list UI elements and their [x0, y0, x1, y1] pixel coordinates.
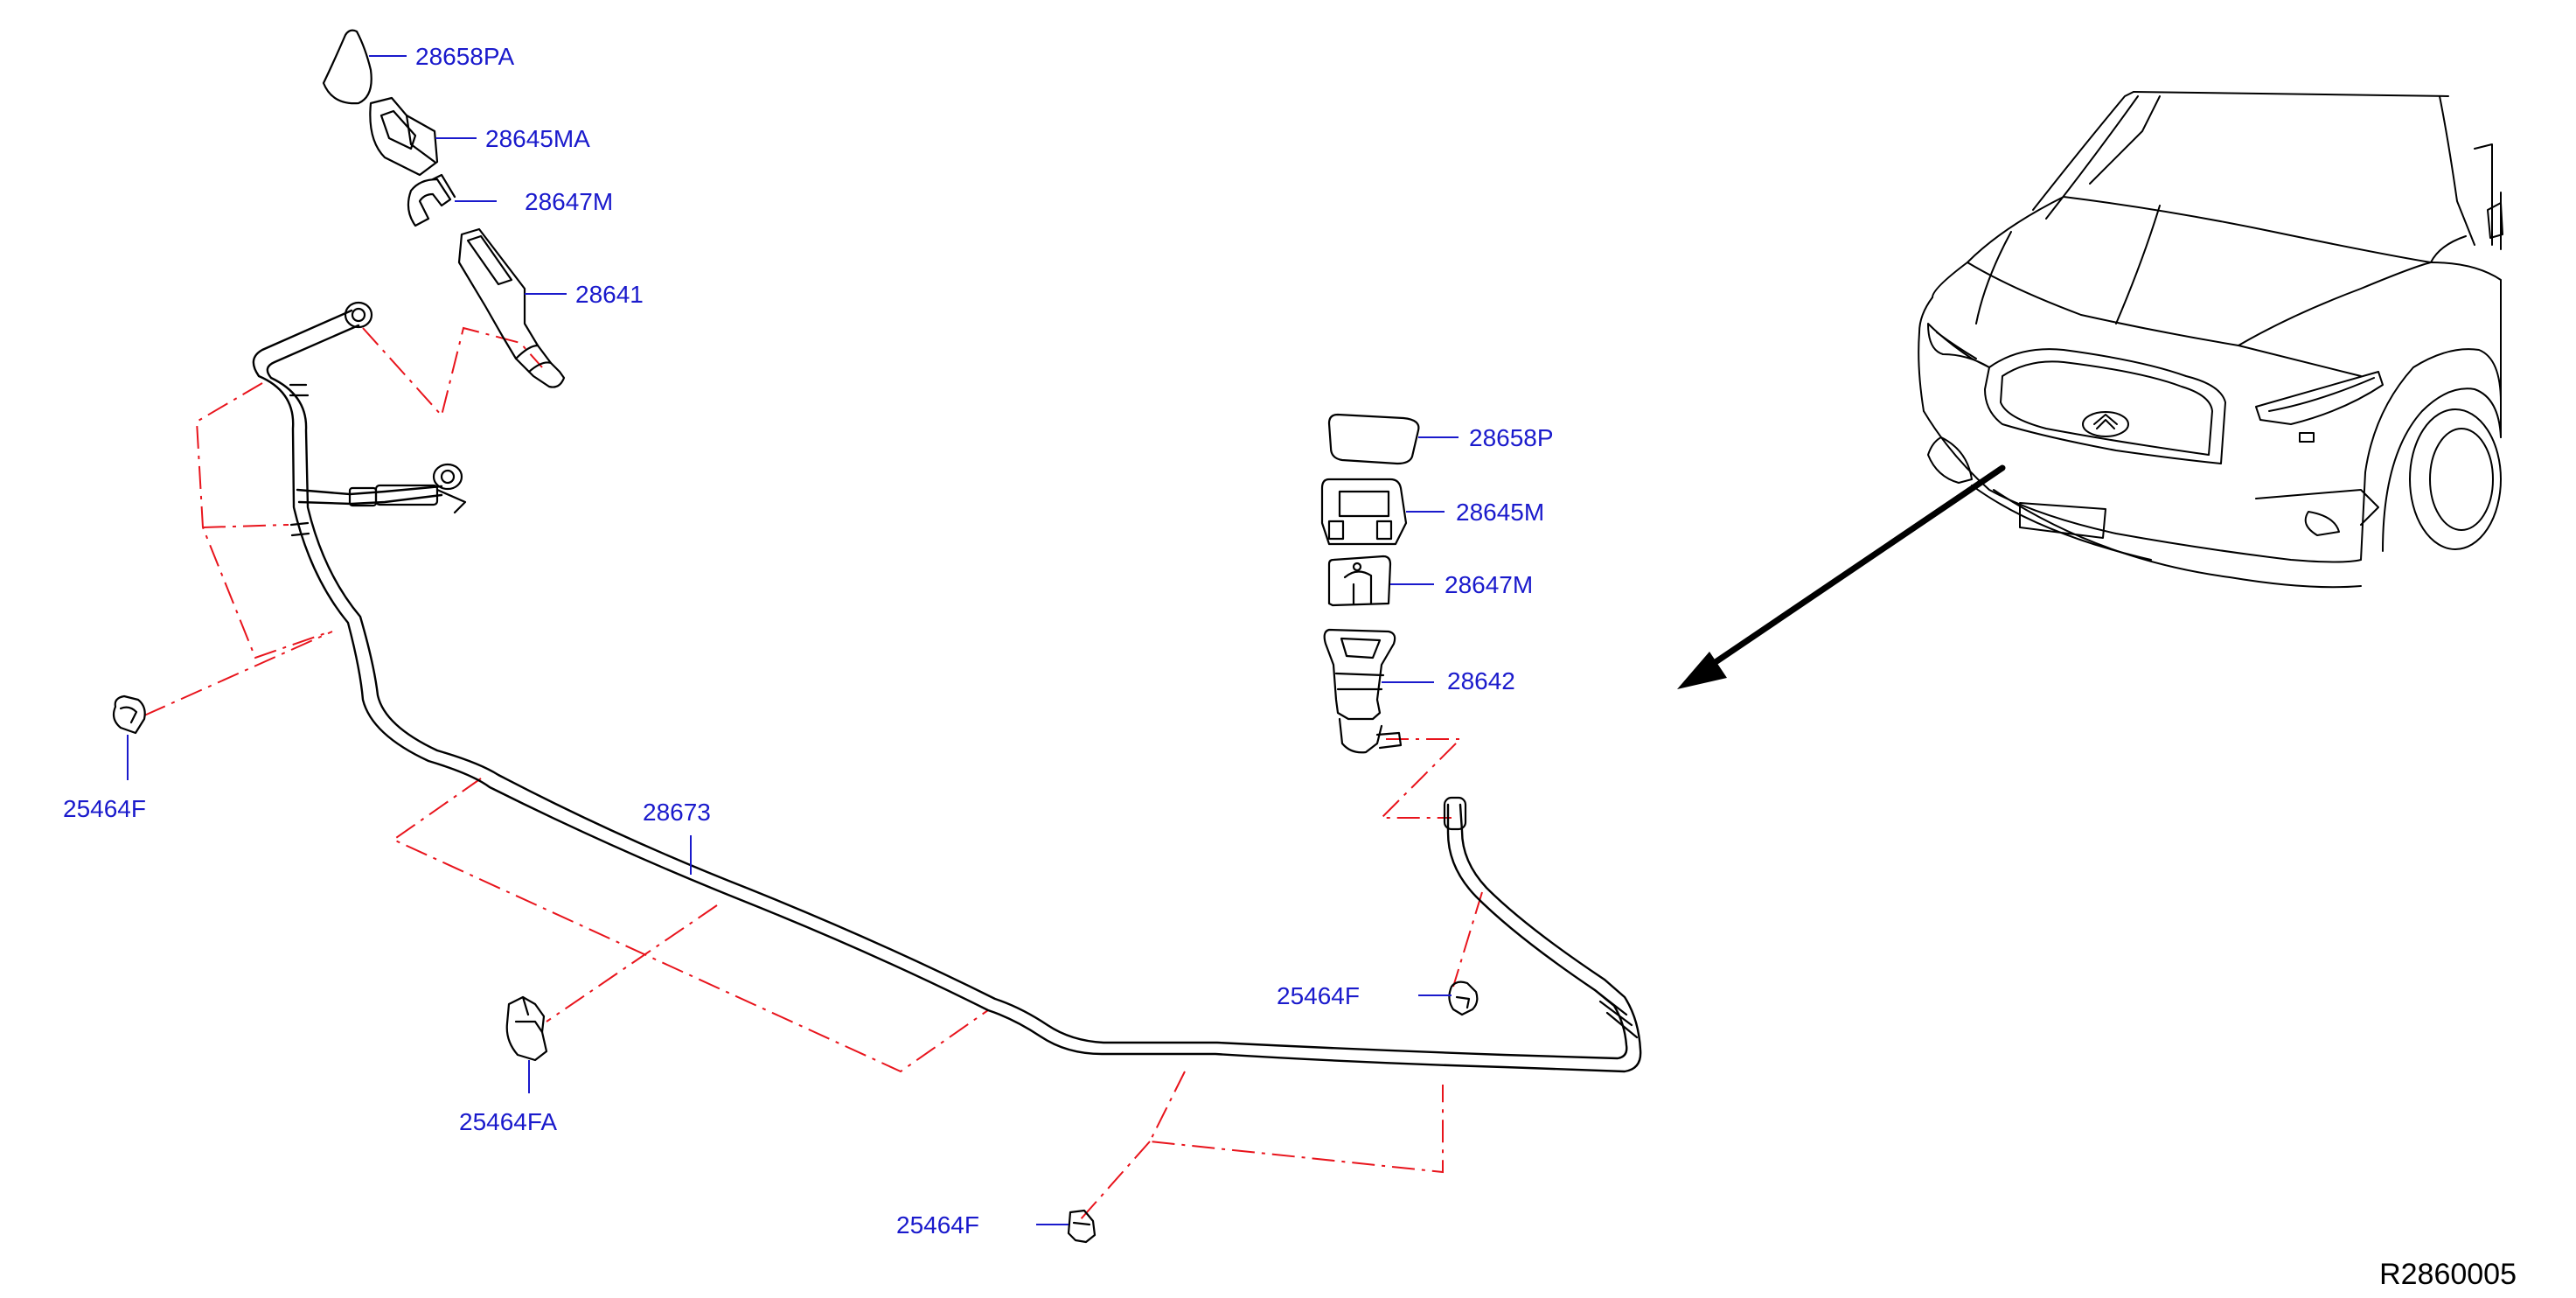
- leader-lines: [127, 55, 1459, 1225]
- label-28673[interactable]: 28673: [643, 799, 711, 826]
- label-25464F-bottom[interactable]: 25464F: [896, 1211, 979, 1239]
- cap-28658P[interactable]: [1327, 413, 1420, 465]
- nozzle-28642[interactable]: [1323, 628, 1403, 754]
- location-arrow: [1677, 464, 2006, 689]
- hose-right-end: [1443, 796, 1467, 831]
- clip-25464FA[interactable]: [505, 995, 548, 1062]
- label-28647M-left[interactable]: 28647M: [525, 188, 613, 215]
- front-wheel: [2409, 408, 2502, 550]
- label-28645MA[interactable]: 28645MA: [485, 125, 590, 152]
- part-labels: 28658PA 28645MA 28647M 28641 28658P 2864…: [63, 43, 1554, 1239]
- label-25464F-left[interactable]: 25464F: [63, 795, 146, 822]
- label-28647M-right[interactable]: 28647M: [1445, 571, 1533, 598]
- label-28645M[interactable]: 28645M: [1456, 499, 1544, 526]
- bracket-28647M-right[interactable]: [1327, 555, 1392, 607]
- washer-hose-28673[interactable]: [252, 301, 1642, 1073]
- hose-connector: [374, 484, 439, 506]
- cap-28658PA[interactable]: [322, 29, 372, 105]
- hose-top-end: [344, 301, 373, 329]
- label-28641[interactable]: 28641: [575, 281, 644, 308]
- bracket-28647M-left[interactable]: [407, 173, 456, 227]
- diagram-code: R2860005: [2379, 1258, 2517, 1291]
- nozzle-28641[interactable]: [457, 227, 566, 388]
- hose-elbow-end: [432, 463, 463, 491]
- clip-25464F-right[interactable]: [1448, 980, 1479, 1016]
- label-28658P[interactable]: 28658P: [1469, 424, 1554, 451]
- clip-25464F-left[interactable]: [112, 694, 146, 735]
- emblem-icon: [2082, 411, 2129, 437]
- license-plate: [2019, 502, 2106, 539]
- vehicle-front-illustration: [1918, 91, 2503, 589]
- clip-25464F-bottom[interactable]: [1067, 1209, 1097, 1244]
- label-25464FA[interactable]: 25464FA: [459, 1108, 557, 1135]
- assembly-guide-lines: [143, 326, 1483, 1221]
- label-28658PA[interactable]: 28658PA: [415, 43, 514, 70]
- cover-28645MA[interactable]: [369, 96, 439, 177]
- cover-28645M[interactable]: [1320, 478, 1408, 546]
- label-28642[interactable]: 28642: [1447, 667, 1515, 694]
- label-25464F-right[interactable]: 25464F: [1277, 982, 1360, 1009]
